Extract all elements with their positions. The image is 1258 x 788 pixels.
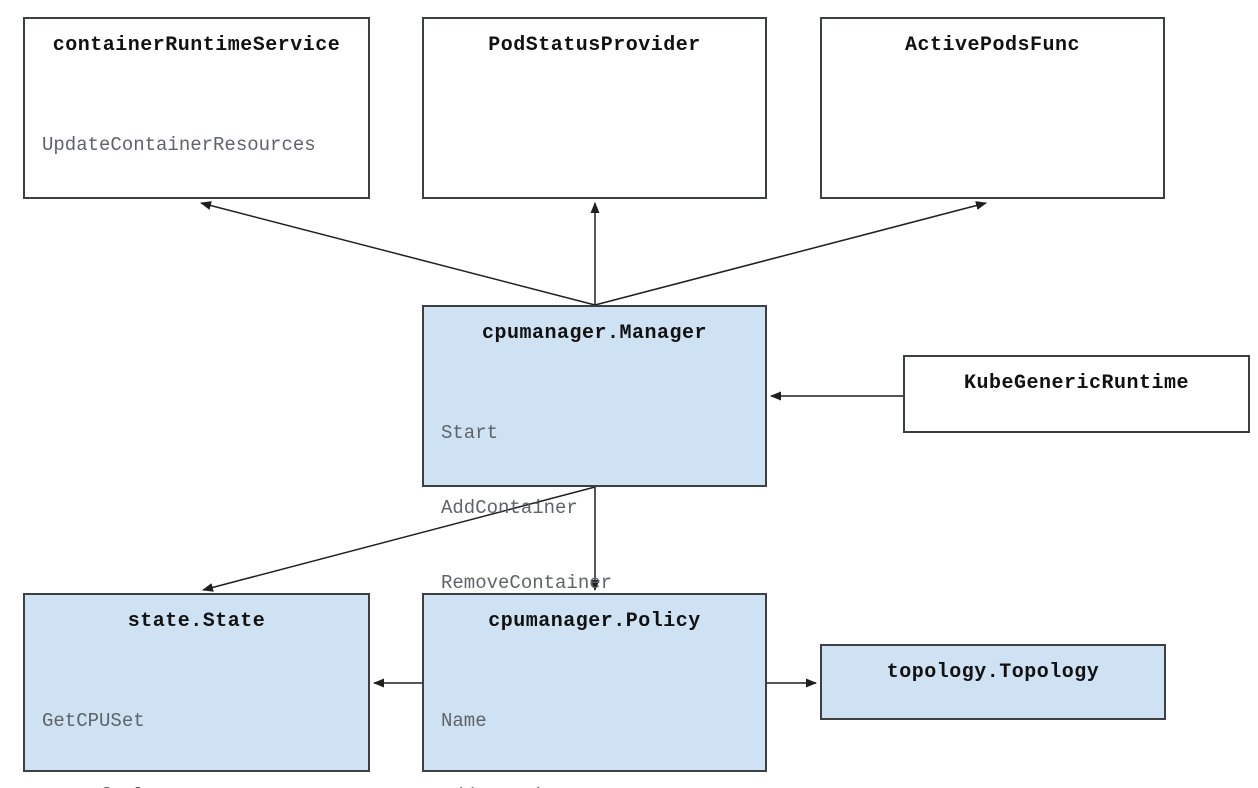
method-item: GetDefaultCPUSet: [42, 784, 368, 788]
box-pod-status-provider: PodStatusProvider: [422, 17, 767, 199]
box-title: cpumanager.Policy: [488, 610, 701, 633]
box-title: state.State: [127, 610, 266, 633]
box-active-pods-func: ActivePodsFunc: [820, 17, 1165, 199]
arrow-manager-to-active-pods-func: [594, 201, 987, 306]
method-item: RemoveContainer: [441, 572, 613, 594]
box-title: cpumanager.Manager: [481, 322, 708, 345]
method-item: GetCPUSet: [42, 710, 145, 732]
arrow-manager-to-container-runtime-service: [200, 201, 596, 306]
box-method-list: UpdateContainerResources: [25, 83, 368, 208]
box-cpumanager-policy: cpumanager.Policy Name AddContainer Remo…: [422, 593, 767, 788]
box-title: PodStatusProvider: [488, 34, 701, 57]
method-item: Name: [441, 710, 487, 732]
box-title: ActivePodsFunc: [904, 34, 1081, 57]
method-item: Start: [441, 422, 499, 444]
box-title: containerRuntimeService: [52, 34, 341, 57]
box-kube-generic-runtime: KubeGenericRuntime: [903, 355, 1250, 433]
box-container-runtime-service: containerRuntimeService UpdateContainerR…: [23, 17, 370, 199]
box-title: KubeGenericRuntime: [963, 372, 1190, 395]
box-method-list: Name AddContainer RemoveContainer: [424, 659, 765, 788]
box-title: topology.Topology: [886, 661, 1100, 684]
method-item: AddContainer: [441, 784, 765, 788]
box-method-list: GetCPUSet GetDefaultCPUSet SetCPUSet Set…: [25, 659, 368, 788]
box-state-state: state.State GetCPUSet GetDefaultCPUSet S…: [23, 593, 370, 788]
method-item: UpdateContainerResources: [42, 134, 316, 156]
method-item: AddContainer: [441, 497, 578, 519]
box-topology-topology: topology.Topology: [820, 644, 1166, 720]
box-cpumanager-manager: cpumanager.Manager Start AddContainer Re…: [422, 305, 767, 669]
